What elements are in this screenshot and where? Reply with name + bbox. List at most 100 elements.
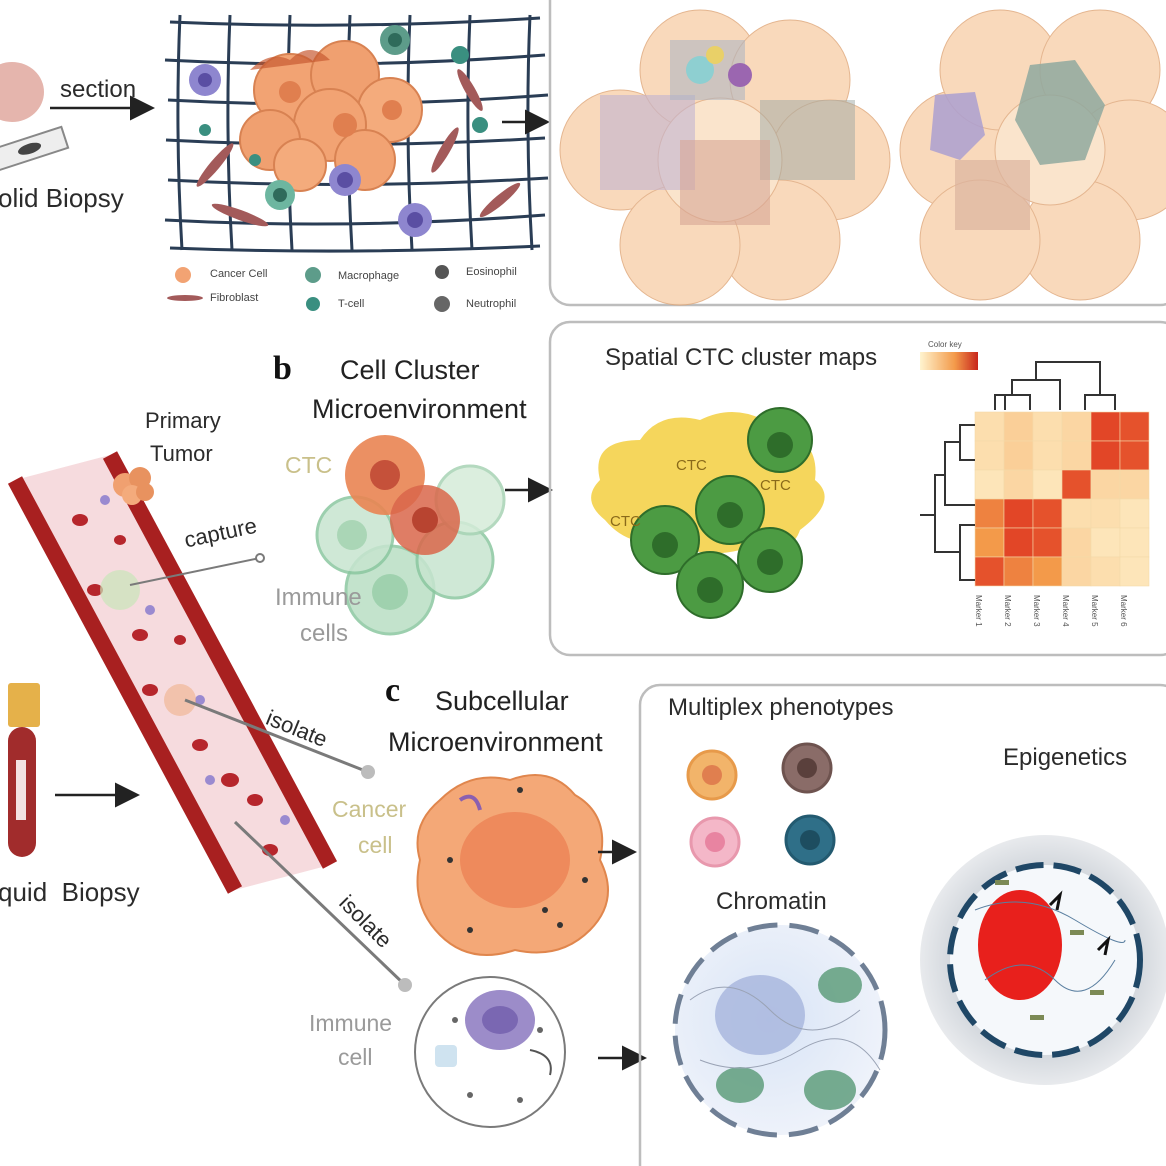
heatmap-cell	[1119, 411, 1150, 442]
legend-eosinophil-icon	[435, 265, 449, 279]
heatmap-cell	[1003, 498, 1034, 529]
marker-label: Marker 3	[1032, 595, 1041, 627]
section-label: section	[60, 76, 137, 103]
heatmap-cell	[1061, 469, 1092, 500]
cancer-cell-illustration	[416, 774, 609, 956]
heatmap-cell	[1032, 556, 1063, 587]
heatmap-cell	[1090, 527, 1121, 558]
multiplex-phenotype-cells	[686, 742, 836, 868]
heatmap-cell	[1119, 440, 1150, 471]
heatmap-cell	[1090, 469, 1121, 500]
blood-tube	[8, 683, 40, 857]
dendrogram-top	[994, 361, 1116, 410]
chromatin-label: Chromatin	[716, 888, 827, 915]
heatmap-cell	[974, 469, 1005, 500]
ctc-map-label-3: CTC	[610, 513, 641, 530]
legend-fibroblast-icon	[167, 295, 203, 301]
panel-b-letter: b	[273, 350, 292, 387]
heatmap-cell	[1061, 527, 1092, 558]
immune-cells-label-line1: Immune	[275, 584, 362, 611]
tissue-sample	[0, 62, 44, 122]
legend-neutrophil-icon	[434, 296, 450, 312]
heatmap	[974, 411, 1150, 587]
spatial-map-2	[899, 9, 1166, 301]
panel-c-letter: c	[385, 672, 401, 709]
marker-label: Marker 2	[1003, 595, 1012, 627]
ctc-cluster-map	[591, 407, 825, 619]
heatmap-cell	[1090, 556, 1121, 587]
ctc-label: CTC	[285, 452, 333, 478]
panel-b	[315, 320, 1166, 657]
immune-cells-tissue	[189, 25, 488, 237]
spatial-map-1	[559, 9, 891, 306]
heatmap-cell	[1061, 440, 1092, 471]
heatmap-cell	[1032, 527, 1063, 558]
heatmap-cell	[1061, 411, 1092, 442]
heatmap-cell	[1061, 556, 1092, 587]
spatial-ctc-maps-title: Spatial CTC cluster maps	[605, 344, 878, 371]
immune-cell-label-line1: Immune	[309, 1010, 393, 1036]
panel-c-title-line2: Microenvironment	[388, 727, 603, 757]
heatmap-cell	[1061, 498, 1092, 529]
panel-b-title-line1: Cell Cluster	[340, 355, 480, 385]
heatmap-cell	[1090, 411, 1121, 442]
heatmap-cell	[1032, 411, 1063, 442]
primary-tumor-label-line1: Primary	[145, 408, 221, 433]
capture-pointer	[129, 557, 261, 586]
glass-slide	[0, 125, 70, 173]
panel-a	[0, 0, 1166, 312]
epigenetics-label: Epigenetics	[1003, 744, 1128, 771]
heatmap-cell	[1119, 556, 1150, 587]
epigenetics-nucleus	[920, 835, 1166, 1085]
heatmap-cell	[1003, 440, 1034, 471]
legend-macrophage-label: Macrophage	[338, 270, 400, 282]
legend-cancer-cell-label: Cancer Cell	[210, 268, 268, 280]
immune-cells-label-line2: cells	[300, 620, 349, 647]
heatmap-cell	[1032, 440, 1063, 471]
heatmap-cell	[1119, 498, 1150, 529]
chromatin-nucleus	[672, 922, 888, 1138]
multiplex-phenotypes-label: Multiplex phenotypes	[668, 694, 894, 721]
marker-label: Marker 4	[1061, 595, 1070, 627]
dendrogram-left	[920, 424, 975, 581]
isolate-pointer-2	[233, 820, 407, 987]
immune-cell-illustration	[414, 976, 566, 1128]
isolate-pointer-1	[184, 698, 369, 774]
heatmap-cell	[974, 440, 1005, 471]
primary-tumor-icon	[113, 467, 154, 505]
cancer-cell-label-line2: cell	[358, 832, 393, 858]
heatmap-cell	[1119, 527, 1150, 558]
solid-biopsy-label: olid Biopsy	[0, 183, 124, 213]
marker-label: Marker 1	[974, 595, 983, 627]
panel-a-box	[548, 0, 1166, 307]
heatmap-cell	[974, 411, 1005, 442]
ctc-map-label-2: CTC	[760, 477, 791, 494]
ctc-cluster	[315, 435, 506, 636]
cancer-cell-cluster	[239, 40, 423, 192]
heatmap-cell	[1003, 527, 1034, 558]
ctc-map-label-1: CTC	[676, 457, 707, 474]
heatmap-cell	[974, 556, 1005, 587]
panel-c	[414, 683, 1166, 1166]
heatmap-cell	[1090, 498, 1121, 529]
liquid-biopsy-label: quid Biopsy	[0, 877, 140, 907]
panel-b-box	[548, 320, 1166, 657]
immune-cell-label-line2: cell	[338, 1044, 373, 1070]
colorbar	[920, 352, 978, 370]
heatmap-cell	[1119, 469, 1150, 500]
tissue-legend	[167, 265, 450, 312]
heatmap-cell	[1003, 556, 1034, 587]
marker-label: Marker 6	[1119, 595, 1128, 627]
panel-c-title-line1: Subcellular	[435, 686, 569, 716]
panel-b-title-line2: Microenvironment	[312, 394, 527, 424]
colorbar-label: Color key	[928, 340, 962, 349]
heatmap-cell	[1003, 469, 1034, 500]
marker-label: Marker 5	[1090, 595, 1099, 627]
blood-vessel	[7, 451, 412, 992]
panel-c-box	[638, 683, 1166, 1166]
legend-t-cell-icon	[306, 297, 320, 311]
heatmap-cell	[1032, 498, 1063, 529]
legend-cancer-cell-icon	[175, 267, 191, 283]
heatmap-cell	[974, 527, 1005, 558]
